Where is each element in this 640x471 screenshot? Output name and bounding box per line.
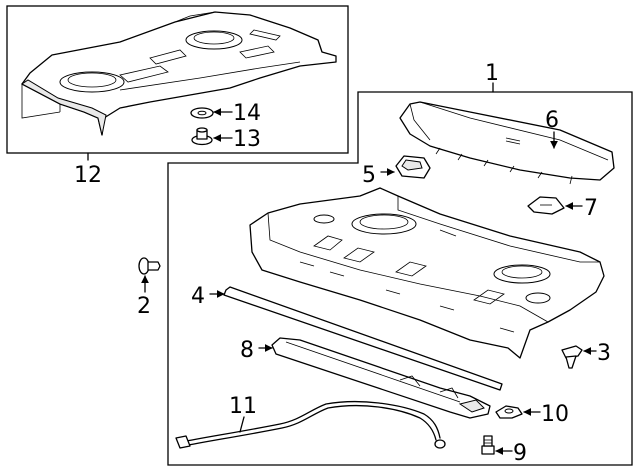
callout-6: 6: [545, 108, 559, 133]
leader-11: [239, 416, 245, 433]
callout-8: 8: [240, 338, 254, 363]
callout-7: 7: [584, 196, 598, 221]
inset-box-12: 14 13: [6, 5, 349, 154]
main-box-1: [167, 91, 633, 466]
callout-2: 2: [137, 294, 151, 319]
package-tray-panel: [249, 187, 605, 359]
fastener-part-3: [561, 345, 583, 369]
callout-1: 1: [485, 61, 499, 86]
callout-12: 12: [74, 163, 102, 188]
callout-13: 13: [233, 127, 261, 152]
callout-3: 3: [597, 341, 611, 366]
bracket-part-5: [395, 155, 431, 179]
callout-9: 9: [513, 441, 527, 466]
push-pin-part-13: [191, 127, 213, 146]
washer-part-14: [190, 107, 214, 119]
push-pin-part-2: [138, 257, 161, 275]
roller-part-8: [271, 337, 491, 419]
nut-part-10: [495, 405, 523, 419]
callout-5: 5: [362, 163, 376, 188]
cable-part-11: [175, 400, 446, 449]
rear-shelf-trim-panel: [21, 11, 337, 136]
clip-part-7: [527, 196, 565, 215]
callout-4: 4: [191, 284, 205, 309]
callout-14: 14: [233, 101, 261, 126]
bolt-part-9: [481, 435, 495, 455]
callout-10: 10: [541, 402, 569, 427]
package-tray-cover-part-6: [399, 101, 615, 185]
callout-11: 11: [229, 394, 257, 419]
